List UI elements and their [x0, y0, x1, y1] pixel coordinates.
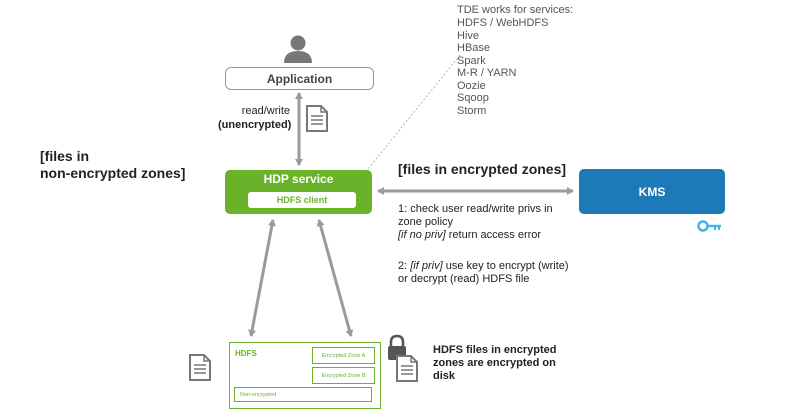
document-icon [306, 105, 328, 132]
step-1-condition: [if no priv] [398, 229, 446, 241]
step-1-text: 1: check user read/write privs in zone p… [398, 203, 553, 242]
non-encrypted-zone-label: Non-encrypted [240, 391, 277, 398]
service-item: HDFS / WebHDFS [457, 17, 549, 29]
step-2-line-2: or decrypt (read) HDFS file [398, 273, 530, 285]
non-encrypted-zones-label: [files in non-encrypted zones] [40, 148, 185, 182]
step-1-line-2: zone policy [398, 216, 454, 228]
hdfs-client-label: HDFS client [276, 195, 328, 205]
disk-note-line-1: HDFS files in encrypted [433, 344, 557, 356]
non-encrypted-zone: Non-encrypted [234, 387, 372, 402]
key-icon [697, 220, 721, 232]
encrypted-zones-label: [files in encrypted zones] [398, 161, 567, 177]
service-item: M-R / YARN [457, 67, 517, 79]
step-1-line-3: [if no priv] return access error [398, 229, 553, 242]
services-list: HDFS / WebHDFS Hive HBase Spark M-R / YA… [457, 17, 548, 117]
service-item: HBase [457, 42, 491, 54]
disk-note-line-2: zones are encrypted on [433, 357, 556, 369]
hdp-hdfs-arrow-left [248, 219, 276, 337]
service-item: Sqoop [457, 92, 489, 104]
non-encrypted-line-1: [files in [40, 148, 90, 164]
step-2-action: use key to encrypt (write) [442, 260, 569, 272]
step-2-text: 2: [if priv] use key to encrypt (write) … [398, 260, 569, 286]
hdp-service-title: HDP service [263, 172, 334, 186]
disk-encryption-note: HDFS files in encrypted zones are encryp… [433, 344, 556, 383]
service-item: Hive [457, 29, 480, 42]
encrypted-document-icon [388, 334, 418, 382]
non-encrypted-line-2: non-encrypted zones] [40, 165, 186, 181]
step-1-line-1: 1: check user read/write privs in [398, 203, 553, 215]
hdfs-label: HDFS [235, 349, 257, 358]
step-2-condition: [if priv] [410, 260, 443, 272]
unencrypted-text: (unencrypted) [218, 119, 292, 131]
application-box: Application [225, 67, 374, 90]
encrypted-zone-b-label: Encrypted Zone B [321, 372, 366, 379]
hdfs-client-box: HDFS client [248, 192, 356, 208]
encrypted-zone-b: Encrypted Zone B [312, 367, 375, 384]
application-label: Application [266, 71, 333, 86]
services-connector-line [367, 54, 461, 170]
step-1-result: return access error [445, 229, 542, 241]
service-item: Spark [457, 54, 486, 67]
kms-box: KMS [579, 169, 725, 214]
kms-label: KMS [638, 184, 666, 199]
encrypted-zone-a: Encrypted Zone A [312, 347, 375, 364]
user-icon [284, 35, 312, 63]
encrypted-zone-a-label: Encrypted Zone A [321, 352, 366, 359]
read-write-label: read/write (unencrypted) [218, 104, 292, 132]
document-icon [189, 354, 211, 381]
disk-note-line-3: disk [433, 370, 456, 382]
services-title: TDE works for services: [457, 4, 574, 16]
service-item: Storm [457, 104, 487, 117]
read-write-text: read/write [241, 105, 290, 117]
hdp-hdfs-arrow-right [316, 219, 354, 337]
step-2-line-1: 2: [if priv] use key to encrypt (write) [398, 260, 569, 273]
step-2-prefix: 2: [398, 260, 411, 272]
service-item: Oozie [457, 79, 486, 92]
